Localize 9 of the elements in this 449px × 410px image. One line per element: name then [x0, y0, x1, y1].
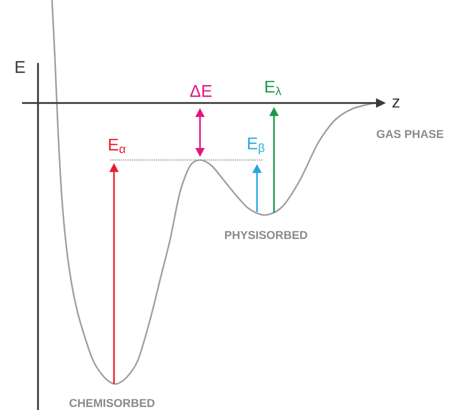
- energy-label: ΔE: [190, 85, 212, 97]
- state-label: GAS PHASE: [376, 130, 444, 138]
- state-label: PHYSISORBED: [225, 230, 308, 240]
- axis-label: z: [392, 98, 400, 108]
- axis-label: E: [16, 61, 25, 73]
- state-label: CHEMISORBED: [70, 398, 154, 408]
- energy-label: E$_{β}$: [248, 138, 264, 154]
- energy-label: E$_{α}$: [109, 138, 126, 154]
- energy-label: E$_{λ}$: [266, 80, 282, 96]
